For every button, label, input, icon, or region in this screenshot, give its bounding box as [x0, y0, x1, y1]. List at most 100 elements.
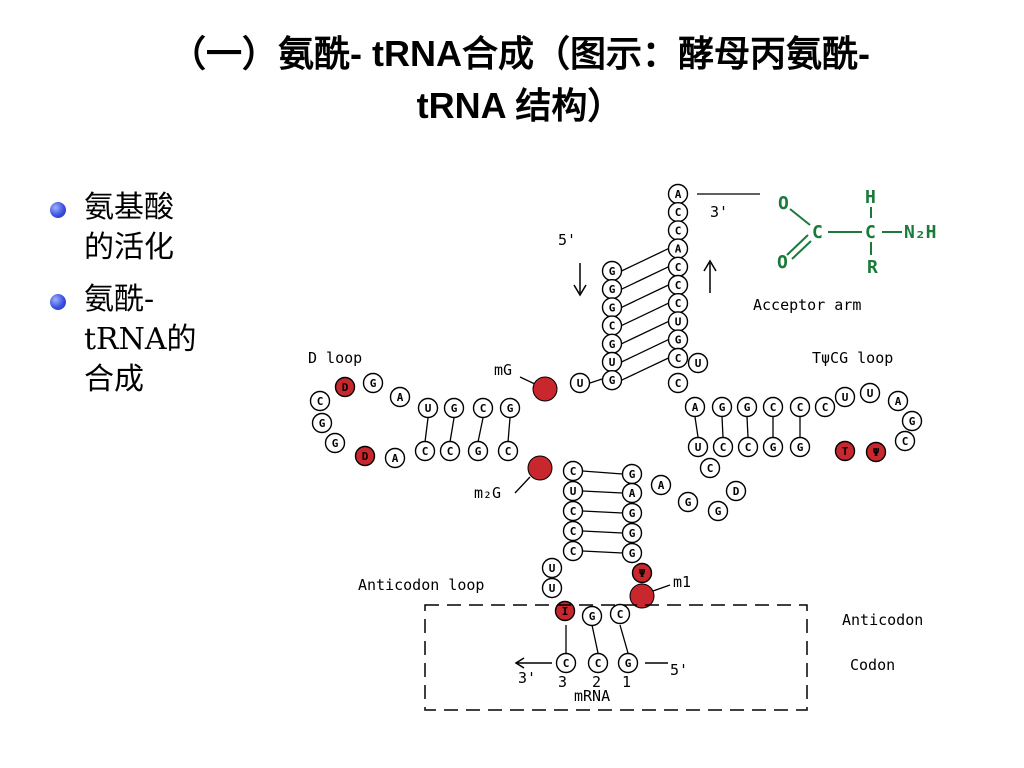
base-pair-line — [582, 550, 623, 554]
nucleotide-letter: U — [609, 356, 616, 369]
nucleotide-letter: C — [745, 441, 752, 454]
base-pair-line — [621, 320, 669, 345]
base-pair-line — [582, 510, 623, 514]
nucleotide-circle — [789, 436, 811, 458]
base-pair-line — [621, 357, 669, 381]
acceptor-right-nucleotide-4: C — [667, 256, 689, 278]
tpsi-bottom-nucleotide-1: C — [712, 436, 734, 458]
d-top-nucleotide-6: G — [499, 397, 521, 419]
up-arrow-head-icon — [703, 259, 717, 272]
nucleotide-letter: G — [609, 283, 616, 296]
codon-pairing-line — [591, 624, 599, 654]
acceptor-right-nucleotide-0: A — [667, 183, 689, 205]
anti-extra-nucleotide-3: D — [725, 480, 747, 502]
nucleotide-letter: C — [797, 401, 804, 414]
anti-right-nucleotide-5: Ψ — [631, 562, 653, 584]
nucleotide-circle — [859, 382, 881, 404]
acceptor-right-nucleotide-7: U — [667, 311, 689, 332]
nucleotide-letter: C — [822, 401, 829, 414]
d-bottom-nucleotide-1: D — [354, 445, 376, 467]
base-pair-line — [721, 416, 724, 438]
tpsi-top-nucleotide-0: A — [684, 396, 706, 418]
nucleotide-circle — [621, 522, 643, 544]
acceptor-right-nucleotide-2: C — [667, 220, 689, 241]
anti-left-nucleotide-3: C — [562, 520, 584, 542]
tpsi-bottom-nucleotide-3: G — [762, 436, 784, 458]
nucleotide-letter: G — [475, 445, 482, 458]
d-bottom-nucleotide-4: C — [439, 440, 461, 462]
acceptor-left-nucleotide-3: C — [601, 315, 623, 336]
bullet-item: 氨基酸 的活化 — [48, 188, 248, 268]
nucleotide-letter: C — [675, 279, 682, 292]
nucleotide-circle — [562, 500, 584, 522]
bullet-text: 氨基酸 — [84, 190, 174, 225]
anti-left-nucleotide-0: C — [562, 460, 584, 482]
nucleotide-letter: G — [715, 505, 722, 518]
nucleotide-circle — [569, 372, 591, 394]
d-top-nucleotide-0: D — [334, 376, 356, 398]
m1-pointer-line — [652, 584, 671, 592]
nucleotide-circle — [650, 474, 672, 496]
codon-label: Codon — [850, 656, 895, 674]
nucleotide-letter: C — [317, 395, 324, 408]
nucleotide-letter: G — [675, 334, 682, 347]
mrna-5-prime-label: 5' — [670, 661, 688, 679]
nucleotide-circle — [439, 440, 461, 462]
nucleotide-circle — [707, 500, 729, 522]
nucleotide-letter: C — [570, 545, 577, 558]
base-pair-line — [507, 417, 511, 443]
mrna-label: mRNA — [574, 687, 610, 705]
base-pair-line — [621, 339, 669, 363]
nucleotide-letter: U — [425, 402, 432, 415]
d-bottom-nucleotide-5: G — [467, 440, 489, 462]
mrna-3-prime-label: 3' — [518, 669, 536, 687]
nucleotide-letter: C — [770, 401, 777, 414]
nucleotide-circle — [621, 502, 643, 524]
nucleotide-circle — [901, 410, 923, 432]
chem-o-bottom: O — [777, 252, 788, 273]
nucleotide-letter: G — [909, 415, 916, 428]
nucleotide-circle — [712, 436, 734, 458]
nucleotide-letter: C — [480, 402, 487, 415]
tpsi-bottom-nucleotide-6: Ψ — [865, 441, 887, 463]
nucleotide-letter: G — [629, 507, 636, 520]
nucleotide-letter: G — [629, 468, 636, 481]
nucleotide-letter: D — [342, 381, 349, 394]
down-arrow-head-icon — [573, 284, 587, 297]
anti-bottom-nucleotide-2: C — [609, 603, 631, 625]
chem-carbon-2: C — [865, 222, 876, 243]
nucleotide-circle — [834, 386, 856, 408]
d-top-nucleotide-1: G — [362, 372, 384, 394]
nucleotide-circle — [621, 482, 643, 504]
acceptor-left-nucleotide-1: G — [601, 278, 623, 300]
d-bottom-nucleotide-6: C — [497, 440, 519, 462]
nucleotide-letter: G — [609, 374, 616, 387]
nucleotide-letter: G — [609, 265, 616, 278]
m2g-pointer-line — [514, 476, 531, 494]
nucleotide-circle — [737, 436, 759, 458]
nucleotide-circle — [687, 352, 709, 374]
connector-right-nucleotide-0: U — [687, 352, 709, 374]
nucleotide-letter: C — [902, 435, 909, 448]
bullet-text: 合成 — [84, 362, 144, 397]
nucleotide-letter: A — [895, 395, 902, 408]
codon-position-1: 1 — [622, 673, 631, 691]
nucleotide-letter: U — [549, 582, 556, 595]
nucleotide-circle — [631, 562, 653, 584]
acceptor-left-nucleotide-0: G — [601, 260, 623, 282]
nucleotide-circle — [587, 652, 609, 674]
nucleotide-letter: U — [549, 562, 556, 575]
nucleotide-letter: C — [707, 462, 714, 475]
base-pair-line — [582, 490, 623, 494]
nucleotide-letter: G — [451, 402, 458, 415]
nucleotide-circle — [414, 440, 436, 462]
m1-modified-base — [629, 583, 655, 609]
d-bottom-nucleotide-0: G — [324, 432, 346, 454]
m1-label: m1 — [673, 573, 691, 591]
nucleotide-letter: G — [370, 377, 377, 390]
anti-bottom-nucleotide-0: I — [554, 600, 576, 622]
acceptor-right-nucleotide-6: C — [667, 292, 689, 314]
anti-extra-nucleotide-1: G — [677, 491, 699, 513]
acceptor-right-nucleotide-3: A — [667, 238, 689, 259]
nucleotide-letter: G — [609, 301, 616, 314]
